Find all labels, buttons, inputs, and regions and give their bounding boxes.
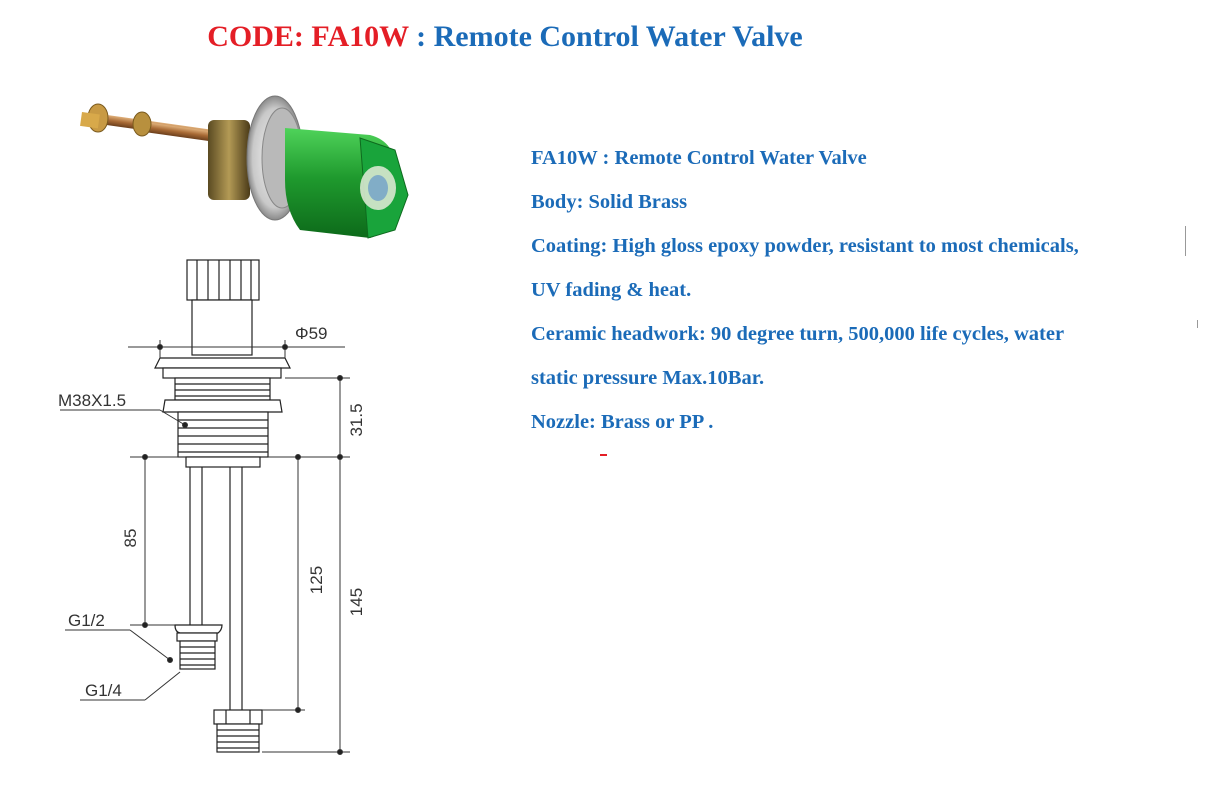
spec-line: Nozzle: Brass or PP . <box>531 411 714 433</box>
g12-label: G1/2 <box>68 611 105 630</box>
dim-31-5: 31.5 <box>347 403 366 436</box>
product-name: : Remote Control Water Valve <box>408 20 803 53</box>
diameter-label: Φ59 <box>295 324 327 343</box>
page-title: CODE: FA10W : Remote Control Water Valve <box>0 20 1010 54</box>
spec-line: static pressure Max.10Bar. <box>531 367 765 389</box>
dim-125: 125 <box>307 566 326 594</box>
stray-mark <box>600 454 607 456</box>
spec-line: FA10W : Remote Control Water Valve <box>531 147 867 169</box>
stray-mark <box>1185 226 1186 256</box>
thread-label: M38X1.5 <box>58 391 126 410</box>
valve-product-image <box>80 95 409 239</box>
spec-line: Coating: High gloss epoxy powder, resist… <box>531 235 1079 257</box>
dim-85: 85 <box>121 529 140 548</box>
brass-pipes <box>80 103 225 144</box>
green-handle <box>285 128 409 239</box>
g14-label: G1/4 <box>85 681 122 700</box>
product-code: CODE: FA10W <box>207 20 409 53</box>
dim-145: 145 <box>347 588 366 616</box>
brass-body <box>208 120 250 200</box>
spec-line: Body: Solid Brass <box>531 191 688 213</box>
stray-mark <box>1197 320 1198 328</box>
technical-drawing: Φ59 M38X1.5 G1/2 G1/4 31.5 85 125 145 <box>58 259 366 755</box>
spec-line: Ceramic headwork: 90 degree turn, 500,00… <box>531 323 1065 345</box>
spec-line: UV fading & heat. <box>531 279 692 301</box>
spec-list: FA10W : Remote Control Water Valve Body:… <box>531 136 1211 444</box>
